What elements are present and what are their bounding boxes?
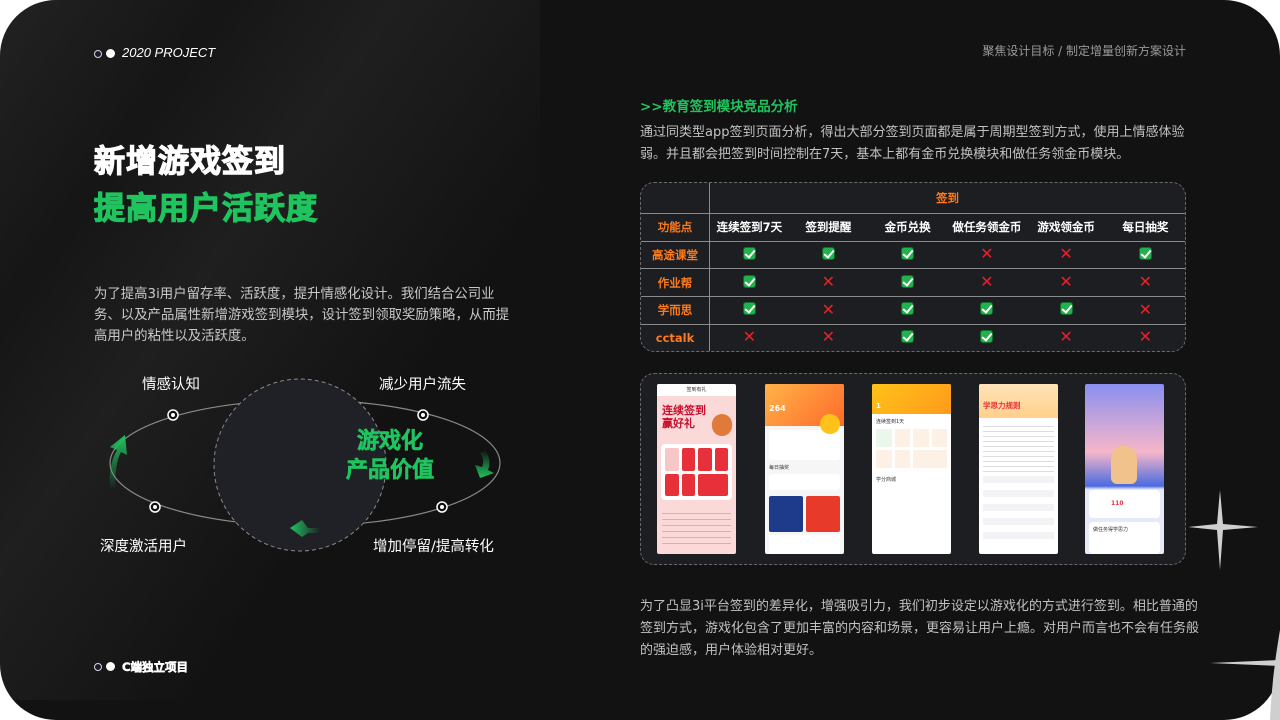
corner-sparkle-icon xyxy=(1210,630,1280,720)
cross-icon: ✕ xyxy=(821,272,836,292)
intro-paragraph: 为了提高3i用户留存率、活跃度，提升情感化设计。我们结合公司业务、以及产品属性新… xyxy=(94,287,510,344)
footer-label: C端独立项目 xyxy=(122,660,188,675)
footer-dots xyxy=(94,662,115,671)
column-header: 做任务领金币 xyxy=(952,220,1022,234)
cross-icon: ✕ xyxy=(1059,244,1073,264)
section-title: >>教育签到模块竞品分析 xyxy=(640,99,798,115)
cross-icon: ✕ xyxy=(980,244,994,264)
check-icon xyxy=(1138,246,1152,260)
check-icon xyxy=(901,246,915,260)
row-name: 学而思 xyxy=(641,296,710,325)
sub-title: 提高用户活跃度 xyxy=(93,190,318,227)
label-increase-retention: 增加停留/提高转化 xyxy=(373,539,494,555)
section-description: 通过同类型app签到页面分析，得出大部分签到页面都是属于周期型签到方式，使用上情… xyxy=(640,125,1185,162)
table-row: 高途课堂 ✕ ✕ xyxy=(641,241,1185,269)
group-header: 签到 xyxy=(936,190,959,205)
column-header: 金币兑换 xyxy=(884,220,931,234)
check-icon xyxy=(901,329,915,343)
screenshot-cctalk: 110 做任务得学思力 xyxy=(1085,384,1164,554)
label-emotional-cognition: 情感认知 xyxy=(142,377,200,393)
node-dots xyxy=(149,409,448,513)
cross-icon: ✕ xyxy=(821,327,836,347)
gamification-cycle-diagram: 游戏化 产品价值 情感认知 减少用户流失 增加停留/提高转化 深度激活用户 xyxy=(90,365,520,565)
cross-icon: ✕ xyxy=(1138,299,1153,319)
row-name: 高途课堂 xyxy=(641,241,710,269)
row-name: cctalk xyxy=(641,324,710,351)
screenshot-xueersi: 1 连续签到1天 学分商城 xyxy=(872,384,951,554)
column-header: 连续签到7天 xyxy=(716,220,783,234)
table-row: 学而思 ✕ ✕ xyxy=(641,296,1185,325)
mascot-icon xyxy=(712,414,732,436)
center-value-label: 游戏化 产品价值 xyxy=(345,429,435,484)
check-icon xyxy=(980,302,994,316)
project-label: 2020 PROJECT xyxy=(122,45,216,60)
check-icon xyxy=(901,302,915,316)
header-dots xyxy=(94,49,115,58)
check-icon xyxy=(821,246,835,260)
check-icon xyxy=(1059,302,1073,316)
hollow-dot-icon xyxy=(94,49,102,58)
column-header: 游戏领金币 xyxy=(1037,220,1095,234)
label-reduce-churn: 减少用户流失 xyxy=(379,377,466,393)
table-row: 作业帮 ✕ ✕ ✕ ✕ xyxy=(641,268,1185,297)
solid-dot-icon xyxy=(106,662,115,671)
check-icon xyxy=(901,274,915,288)
coin-icon xyxy=(820,414,840,434)
row-name: 作业帮 xyxy=(641,268,710,297)
tagline: 聚焦设计目标 / 制定增量创新方案设计 xyxy=(982,44,1186,58)
sparkle-icon xyxy=(1188,490,1258,570)
screenshot-xueersi-rules: 学思力规则 xyxy=(979,384,1058,554)
check-icon xyxy=(742,274,756,288)
row-header-label: 功能点 xyxy=(641,213,710,241)
hollow-dot-icon xyxy=(94,662,102,671)
cross-icon: ✕ xyxy=(1059,327,1073,347)
app-screenshots-panel: 签到有礼 连续签到 赢好礼 264 每日抽奖 xyxy=(640,373,1186,565)
bottom-description: 为了凸显3i平台签到的差异化，增强吸引力，我们初步设定以游戏化的方式进行签到。相… xyxy=(640,599,1200,658)
screenshot-zuoyebang: 264 每日抽奖 xyxy=(765,384,844,554)
column-header: 每日抽奖 xyxy=(1122,220,1169,234)
monkey-mascot-icon xyxy=(1111,446,1137,484)
table-row: cctalk ✕ ✕ ✕ ✕ xyxy=(641,324,1185,351)
label-deep-activation: 深度激活用户 xyxy=(100,539,187,555)
cross-icon: ✕ xyxy=(1138,327,1153,347)
check-icon xyxy=(980,329,994,343)
cross-icon: ✕ xyxy=(742,327,757,347)
check-icon xyxy=(742,302,756,316)
cross-icon: ✕ xyxy=(1138,272,1153,292)
main-title: 新增游戏签到 xyxy=(93,143,286,180)
column-header: 签到提醒 xyxy=(805,220,852,234)
competitor-table: 签到 功能点 连续签到7天 签到提醒 金币兑换 做任务领金币 游戏领金币 每日抽… xyxy=(640,182,1186,352)
cycle-ellipse-icon xyxy=(109,378,501,552)
cross-icon: ✕ xyxy=(1059,272,1073,292)
solid-dot-icon xyxy=(106,49,115,58)
cross-icon: ✕ xyxy=(980,272,994,292)
screenshot-gaotu: 签到有礼 连续签到 赢好礼 xyxy=(657,384,736,554)
cross-icon: ✕ xyxy=(821,299,836,319)
check-icon xyxy=(742,246,756,260)
